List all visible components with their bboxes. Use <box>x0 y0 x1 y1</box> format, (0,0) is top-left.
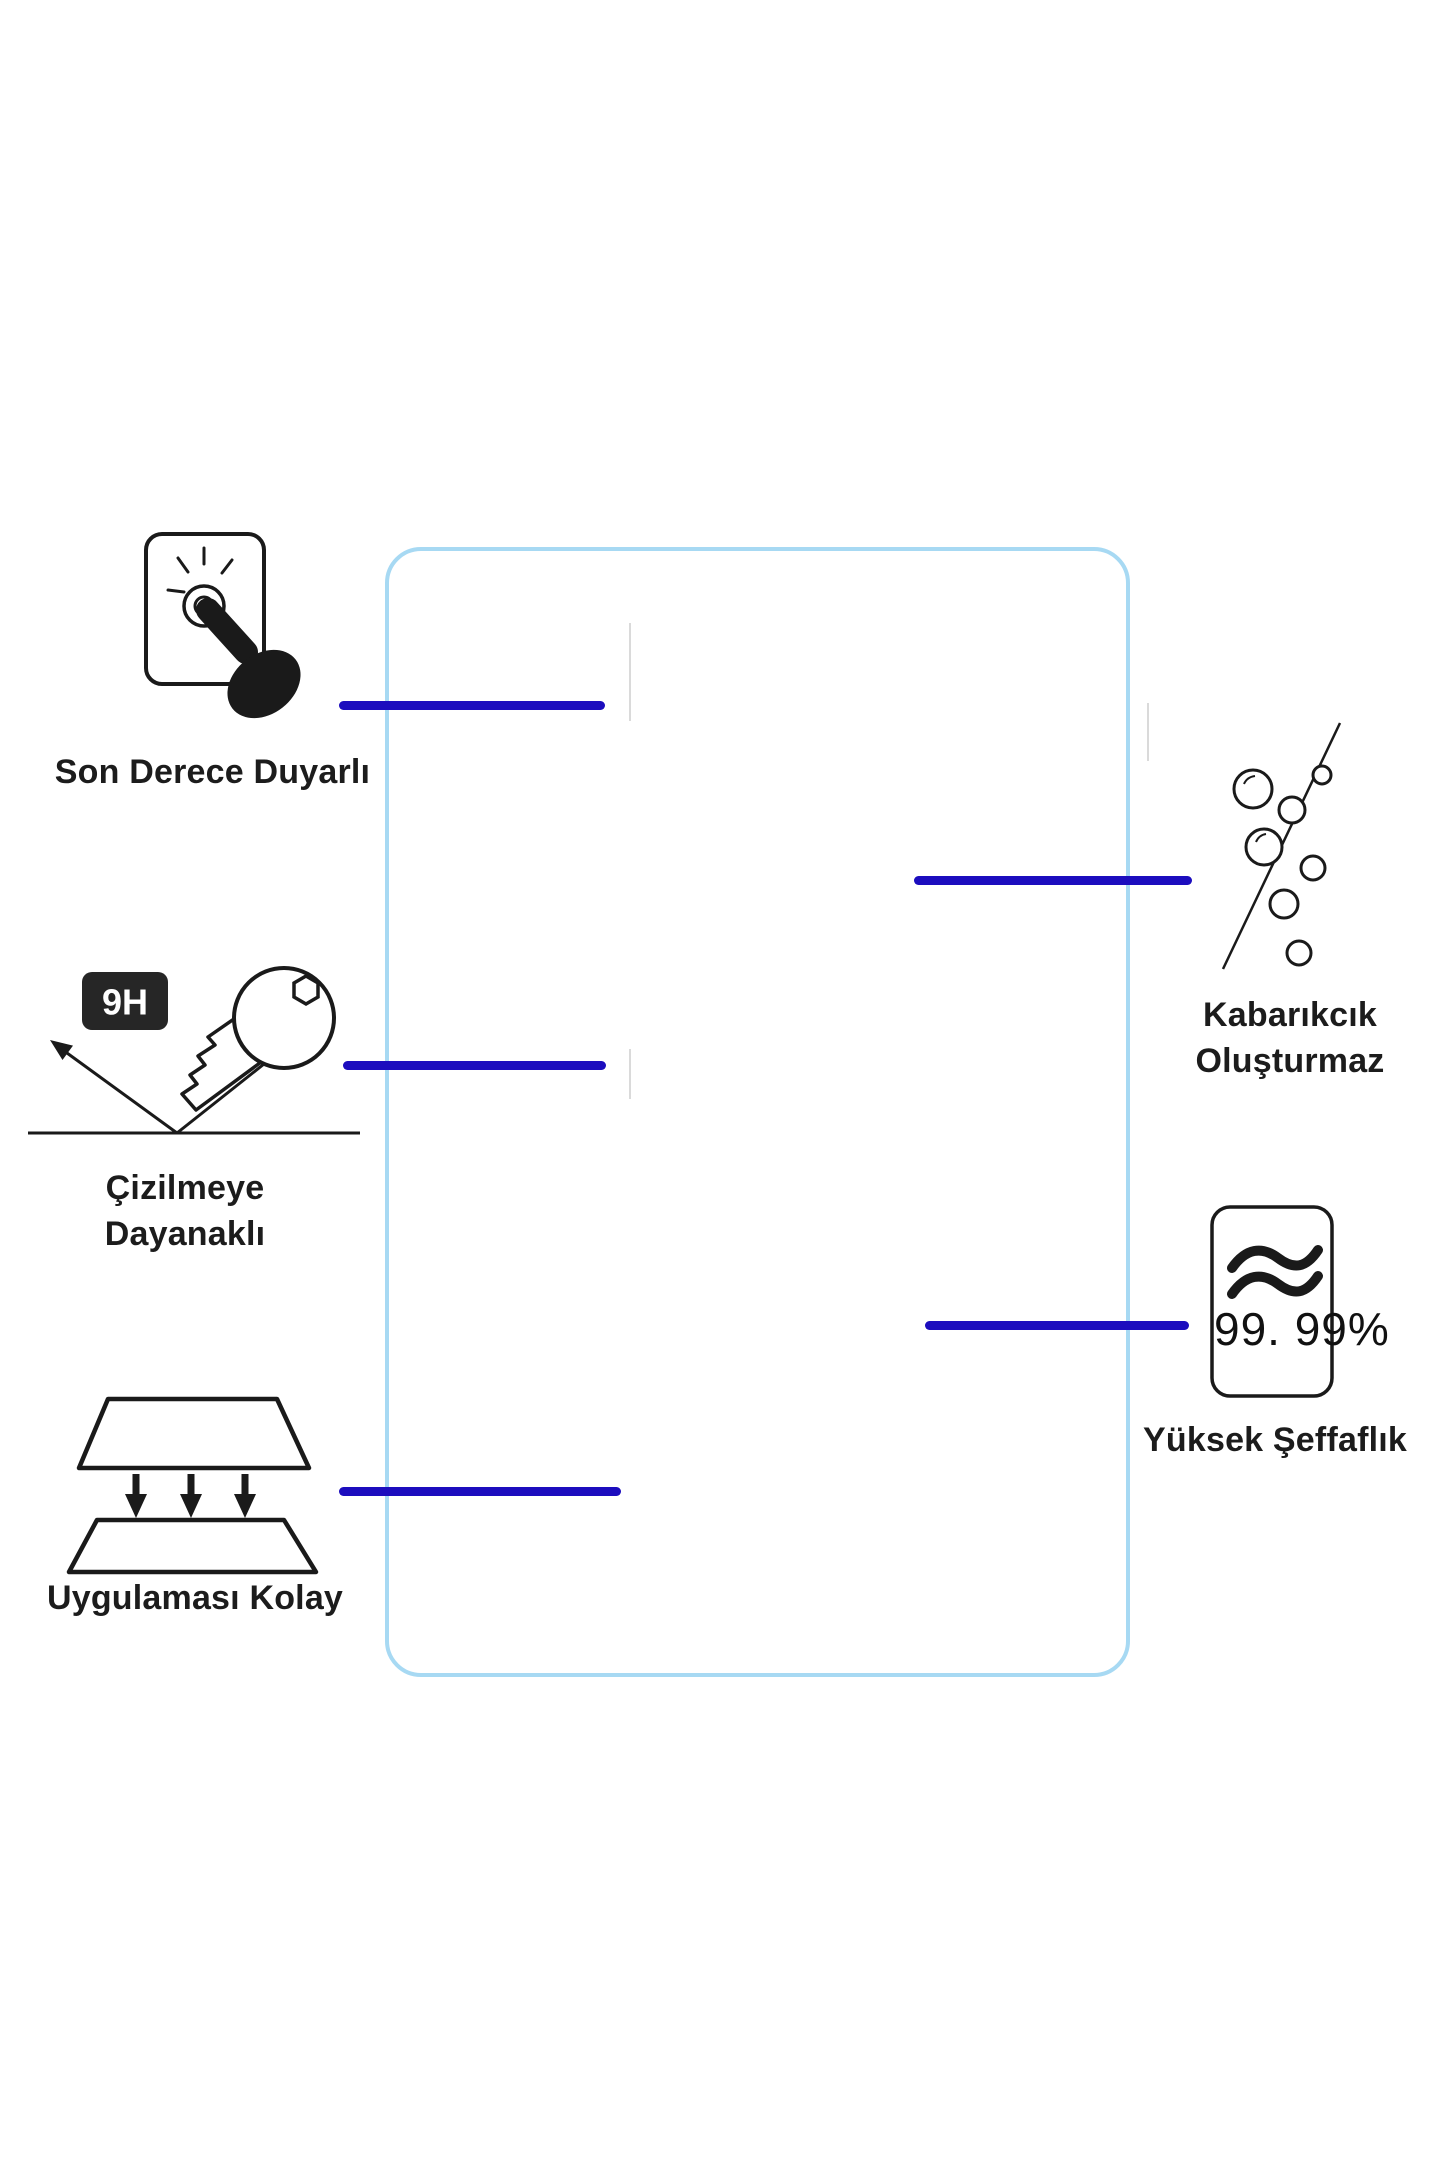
transparency-icon <box>1206 1200 1401 1410</box>
key-scratch-icon: 9H <box>20 958 365 1148</box>
down-arrows-icon <box>125 1474 256 1518</box>
wave-lines-icon <box>1227 1245 1323 1299</box>
feature-label-transparency: Yüksek Şeffaflık <box>1143 1421 1407 1459</box>
feature-label-no-bubbles: Kabarıkcık Oluşturmaz <box>1125 993 1440 1084</box>
feature-label-scratch-line2: Dayanaklı <box>104 1214 266 1253</box>
callout-line-scratch <box>343 1061 606 1070</box>
touch-rays-icon <box>166 546 234 594</box>
hardness-9h-badge <box>82 972 168 1030</box>
faint-edge-artifact <box>629 623 631 721</box>
callout-line-easy-apply <box>339 1487 621 1496</box>
screen-layer <box>66 1517 319 1575</box>
bubble-highlights <box>1243 775 1267 843</box>
film-layer <box>76 1396 312 1471</box>
feature-label-sensitive: Son Derece Duyarlı <box>54 753 371 791</box>
apply-layers-icon <box>64 1388 322 1580</box>
bubbles-icon <box>1198 708 1373 983</box>
feature-label-scratch-line1: Çizilmeye <box>105 1169 265 1207</box>
callout-line-sensitive <box>339 701 605 710</box>
feature-label-easy-apply: Uygulaması Kolay <box>46 1579 344 1617</box>
touch-point-outer-circle <box>182 584 226 628</box>
hand-shape <box>196 598 301 719</box>
feature-label-no-bubbles-line1: Kabarıkcık <box>1203 996 1377 1034</box>
key-hole <box>292 973 320 1007</box>
transparency-value: 99. 99% <box>1214 1303 1390 1355</box>
screen-protector-outline <box>385 547 1130 1677</box>
touch-finger-icon <box>140 528 305 743</box>
callout-line-transparency <box>925 1321 1189 1330</box>
bubble-circles <box>1232 764 1333 967</box>
faint-edge-artifact <box>1147 703 1149 761</box>
hardness-9h-label: 9H <box>102 982 148 1023</box>
bounce-arrow-icon <box>50 1040 265 1135</box>
faint-edge-artifact <box>629 1049 631 1099</box>
feature-label-scratch: Çizilmeye Dayanaklı <box>55 1166 315 1257</box>
feature-label-no-bubbles-line2: Oluşturmaz <box>1195 1041 1385 1080</box>
callout-line-no-bubbles <box>914 876 1192 885</box>
